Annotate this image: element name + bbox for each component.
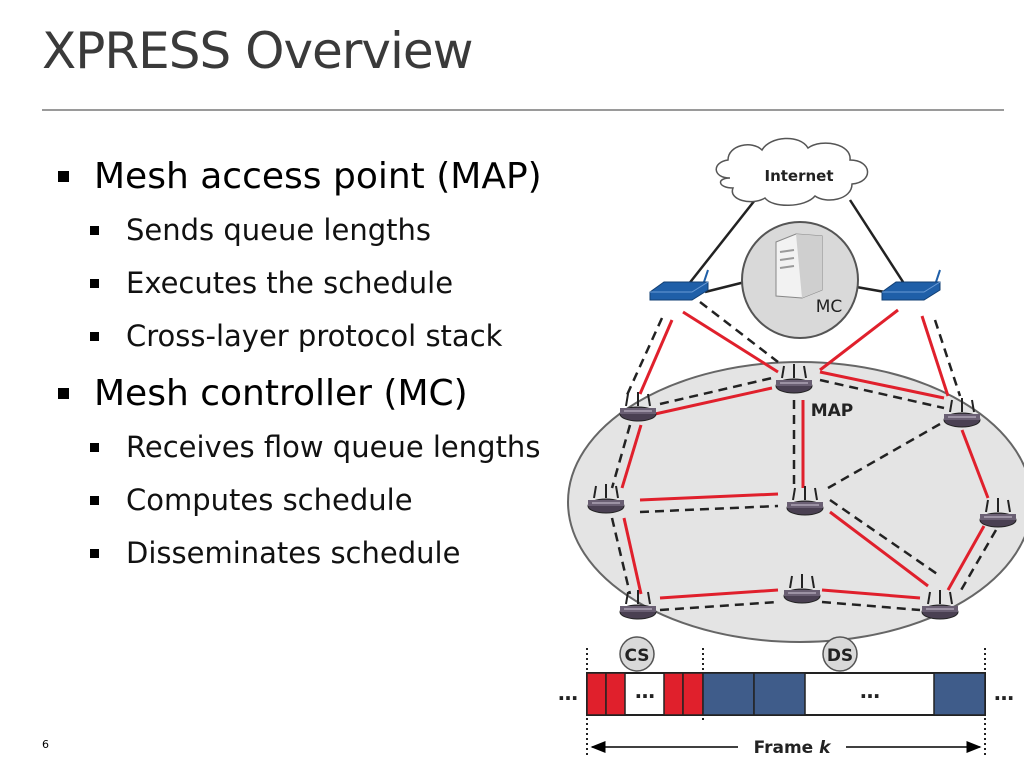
- bullet-square-icon: [90, 549, 99, 558]
- mesh-controller: MC: [741, 221, 859, 339]
- data-slot: [933, 672, 986, 716]
- sub-bullet-item: Executes the schedule: [56, 257, 616, 310]
- bullet-text: Mesh controller (MC): [94, 373, 468, 414]
- frame-label: Frame k: [754, 738, 833, 758]
- page-number: 6: [42, 738, 49, 751]
- internet-label: Internet: [764, 167, 833, 185]
- bullet-text: Computes schedule: [126, 483, 413, 517]
- internet-link: [687, 199, 756, 286]
- bullet-text: Disseminates schedule: [126, 536, 461, 570]
- control-slot: [586, 672, 607, 716]
- wireless-links: [610, 301, 998, 612]
- ds-label: DS: [827, 646, 853, 666]
- data-slot-marker: [822, 636, 858, 672]
- bullet-square-icon: [90, 443, 99, 452]
- bullet-text: Sends queue lengths: [126, 213, 431, 247]
- bullet-text: Cross-layer protocol stack: [126, 319, 503, 353]
- server-icon: [775, 233, 823, 299]
- ellipsis: …: [994, 681, 1014, 705]
- sub-bullet-item: Sends queue lengths: [56, 204, 616, 257]
- control-slot: [663, 672, 684, 716]
- controller-link: [704, 280, 746, 294]
- internet-link: [848, 199, 907, 286]
- sub-bullet-item: Cross-layer protocol stack: [56, 310, 616, 363]
- gateway-router-icon: [881, 269, 941, 301]
- data-slot: [753, 672, 806, 716]
- ellipsis: …: [860, 679, 880, 703]
- bullet-item: Mesh controller (MC): [56, 367, 616, 421]
- bullet-square-icon: [58, 171, 69, 182]
- ellipsis: …: [635, 679, 655, 703]
- bullet-square-icon: [90, 279, 99, 288]
- bullet-square-icon: [90, 332, 99, 341]
- data-slot: [702, 672, 755, 716]
- bullet-text: Executes the schedule: [126, 266, 454, 300]
- map-label: MAP: [811, 401, 854, 421]
- bullet-square-icon: [58, 388, 69, 399]
- bullet-text: Mesh access point (MAP): [94, 156, 542, 197]
- control-slot-marker: [619, 636, 655, 672]
- ellipsis: …: [558, 681, 578, 705]
- bullet-text: Receives flow queue lengths: [126, 430, 541, 464]
- bullet-square-icon: [90, 496, 99, 505]
- slide-title: XPRESS Overview: [42, 22, 474, 80]
- bullet-item: Mesh access point (MAP): [56, 150, 616, 204]
- internet-cloud-icon: [715, 137, 869, 206]
- frame-timeline: CS DS … … … … Frame k: [558, 636, 1014, 758]
- sub-bullet-item: Disseminates schedule: [56, 527, 616, 580]
- control-slot: [682, 672, 704, 716]
- control-slot: [605, 672, 626, 716]
- sub-bullet-item: Receives flow queue lengths: [56, 421, 616, 474]
- title-divider: [42, 109, 1004, 111]
- gateway-router-icon: [649, 269, 709, 301]
- cs-label: CS: [624, 646, 649, 666]
- sub-bullet-item: Computes schedule: [56, 474, 616, 527]
- bullet-list: Mesh access point (MAP) Sends queue leng…: [56, 150, 616, 580]
- bullet-square-icon: [90, 226, 99, 235]
- mc-label: MC: [816, 297, 843, 317]
